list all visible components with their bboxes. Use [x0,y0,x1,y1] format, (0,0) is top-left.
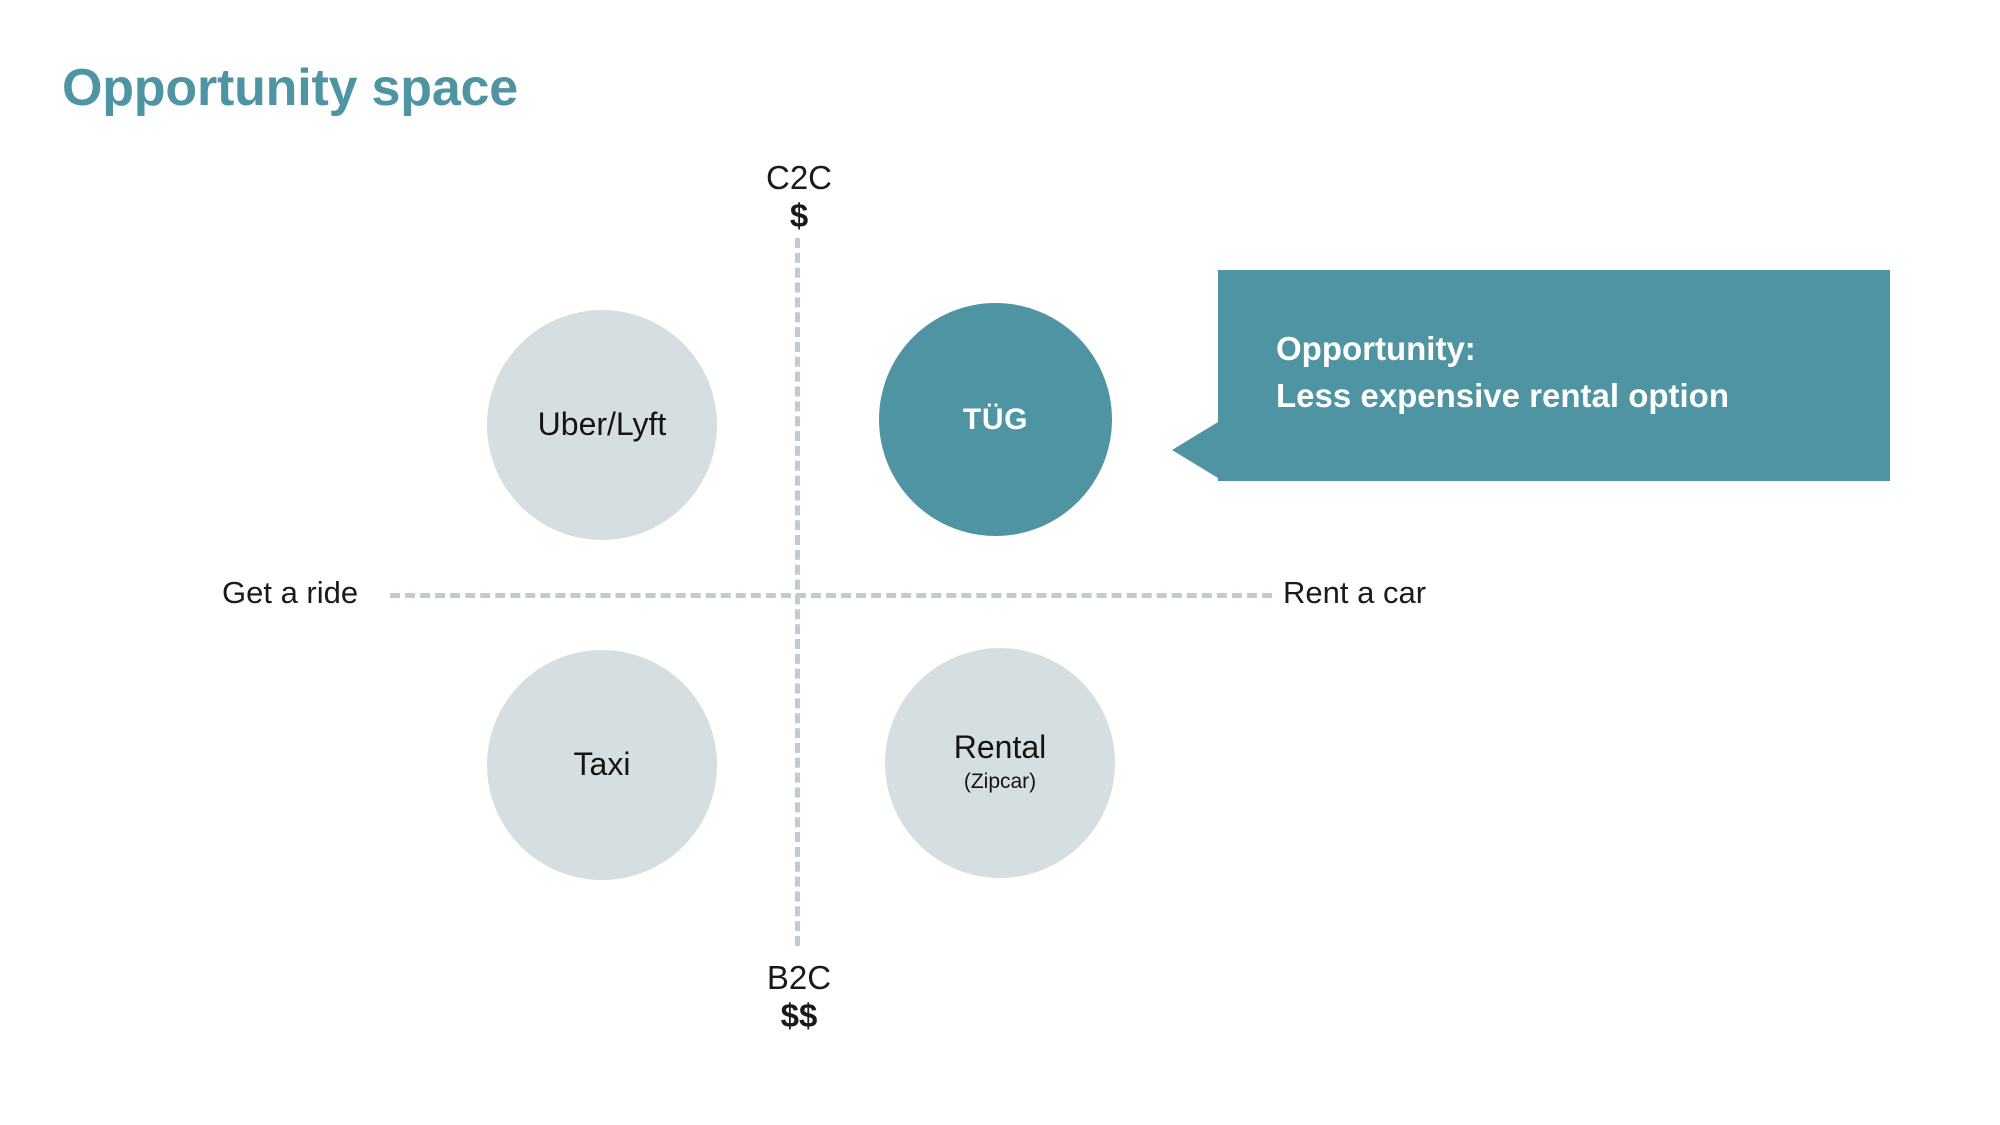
bubble-label-secondary: (Zipcar) [963,770,1037,794]
bubble-label-primary: TÜG [962,403,1029,436]
bubble-label-primary: Uber/Lyft [537,406,667,443]
callout-text: Opportunity: Less expensive rental optio… [1276,326,1729,420]
axis-label-top: C2C $ [714,160,884,236]
bubble-taxi: Taxi [487,650,717,880]
callout-line-1: Opportunity: [1276,330,1476,367]
axis-label-bottom-name: B2C [766,959,832,996]
axis-label-top-price: $ [789,196,809,234]
callout-line-2: Less expensive rental option [1276,376,1729,414]
callout-opportunity: Opportunity: Less expensive rental optio… [1172,270,1890,481]
axis-horizontal-dashed [390,593,1272,598]
callout-pointer-triangle [1172,422,1218,478]
page-title: Opportunity space [62,59,518,117]
bubble-tug: TÜG [879,303,1112,536]
bubble-uber-lyft: Uber/Lyft [487,310,717,540]
axis-vertical-dashed [795,238,800,946]
axis-label-top-name: C2C [765,159,833,196]
bubble-label-primary: Taxi [573,746,631,783]
axis-label-bottom-price: $$ [780,996,818,1034]
axis-label-bottom: B2C $$ [714,960,884,1036]
axis-label-right: Rent a car [1283,575,1427,610]
bubble-rental: Rental (Zipcar) [885,648,1115,878]
axis-label-left: Get a ride [222,575,359,610]
bubble-label-primary: Rental [953,729,1047,766]
